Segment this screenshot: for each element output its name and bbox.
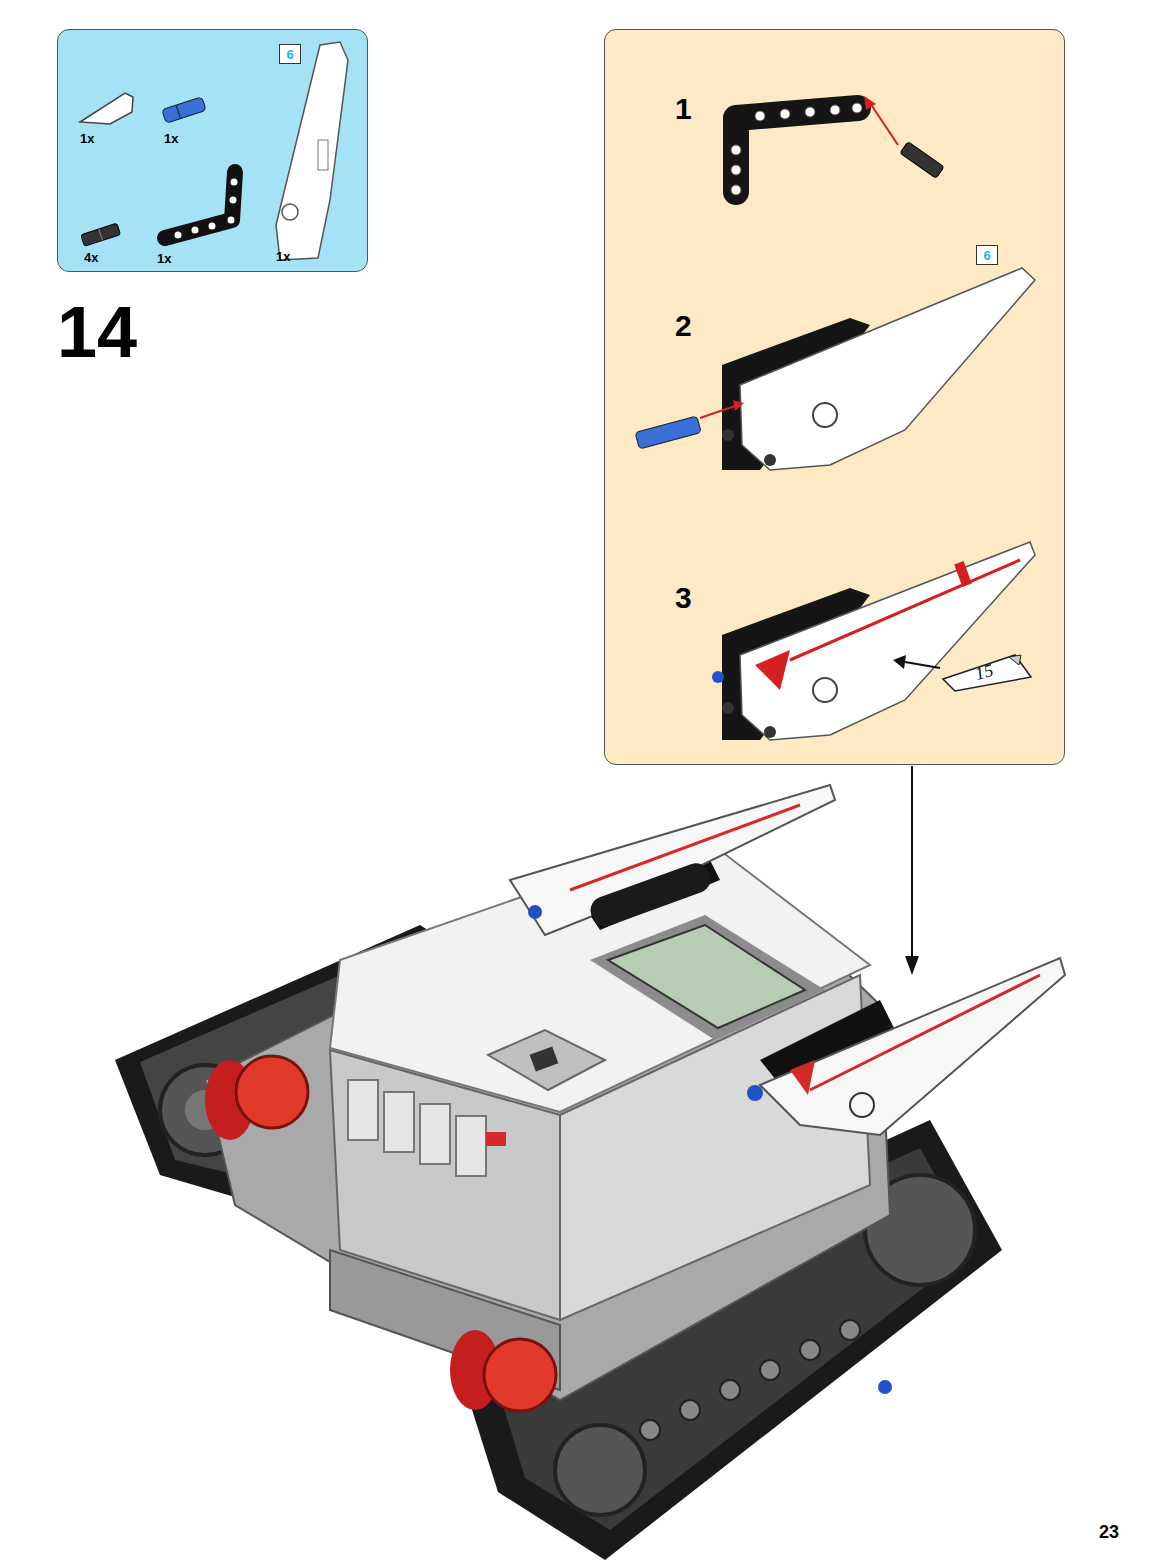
step-number: 14 [57,291,137,373]
length-callout: 6 [279,44,301,64]
sub-step-number: 2 [675,309,692,343]
wing-panel [510,785,835,935]
callout-number: 6 [983,249,990,262]
sticker-callout: 15 [939,653,1033,693]
parts-panel: 1x 1x 4x 1x 1x 6 [57,29,368,272]
leader-arrow [911,766,913,958]
part-quantity: 4x [84,250,98,265]
sub-step-number: 3 [675,581,692,615]
sub-step-panel: 1 2 3 6 15 [604,29,1065,765]
part-quantity: 1x [157,251,171,266]
part-quantity: 1x [164,131,178,146]
sub-step-illustration [604,29,1065,765]
red-hub [205,1056,556,1411]
part-quantity: 1x [276,249,290,264]
callout-number: 6 [286,48,293,61]
page-number: 23 [1099,1522,1119,1543]
sub-step-number: 1 [675,92,692,126]
parts-illustration [57,29,368,272]
part-quantity: 1x [80,131,94,146]
length-callout: 6 [976,245,998,265]
wing-panel [747,958,1065,1135]
arrow-head [905,956,919,975]
